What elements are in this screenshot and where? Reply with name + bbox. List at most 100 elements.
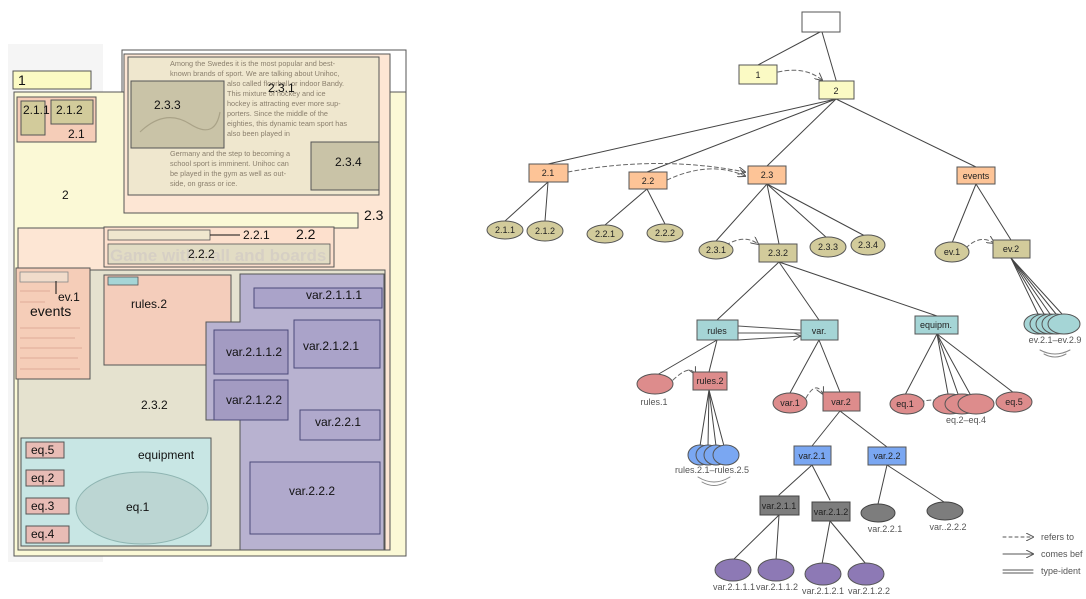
region-ev-1: [19, 271, 69, 283]
node-2-1-2-label: 2.1.2: [535, 226, 555, 236]
node-var-1[interactable]: [772, 392, 808, 414]
node-var-2-1-2-1-label: var.2.1.2.1: [802, 586, 844, 596]
node-2-3-4[interactable]: [850, 234, 886, 256]
region-eq-5-label: eq.5: [31, 443, 55, 457]
region-var-2-1-2-1: [293, 319, 381, 369]
node-var-2-2[interactable]: [867, 446, 907, 466]
node-root[interactable]: [801, 11, 841, 33]
svg-text:This mixture of hockey and ice: This mixture of hockey and ice: [227, 89, 326, 98]
node-events[interactable]: [956, 166, 996, 185]
node-var-2-1-1[interactable]: [759, 495, 800, 516]
region-eq-3: [25, 497, 70, 515]
node-2-2-2[interactable]: [646, 223, 684, 243]
svg-text:Germany and the step to becomi: Germany and the step to becoming a: [170, 149, 291, 158]
node-var-2-1[interactable]: [793, 445, 832, 466]
node-eq-1[interactable]: [889, 393, 925, 415]
node-2-label: 2: [833, 86, 838, 96]
node-2-1-1[interactable]: [486, 220, 524, 240]
rules-group-label: rules.2.1–rules.2.5: [675, 465, 749, 475]
svg-text:known brands of sport. We are: known brands of sport. We are talking ab…: [170, 69, 339, 78]
node-var-2-1-1-2[interactable]: [757, 558, 795, 582]
node-eq-5-label: eq.5: [1005, 397, 1023, 407]
node-var-2-1-2-1[interactable]: [804, 562, 842, 586]
legend-type-identity-label: type-ident: [1041, 566, 1081, 576]
heading-text: Game with ball and boards: [110, 246, 326, 265]
node-eq-group-c[interactable]: [957, 393, 995, 415]
node-var-2-1-label: var.2.1: [798, 451, 825, 461]
article-text: Among the Swedes it is the most popular …: [170, 59, 347, 188]
node-2-3-1-label: 2.3.1: [706, 245, 726, 255]
region-eq-2-label: eq.2: [31, 471, 55, 485]
node-2-1-2[interactable]: [526, 220, 564, 242]
node-ev-2-label: ev.2: [1003, 244, 1019, 254]
region-var-2-1-2-2: [213, 379, 289, 421]
node-var-2-2-1-label: var.2.2.1: [868, 524, 903, 534]
node-2-3-3[interactable]: [809, 236, 847, 258]
node-var-2-2-1[interactable]: [860, 503, 896, 523]
node-2[interactable]: [818, 80, 855, 100]
node-equipm[interactable]: [914, 315, 959, 335]
node-2-3[interactable]: [747, 165, 787, 185]
node-rules-2[interactable]: [692, 371, 728, 391]
node-2-3-label: 2.3: [761, 170, 774, 180]
node-var-2-2-2-label: var..2.2.2: [929, 522, 966, 532]
region-events: [15, 267, 91, 380]
eq-group-label: eq.2–eq.4: [946, 415, 986, 425]
node-var-2-1-1-1-label: var.2.1.1.1: [713, 582, 755, 592]
region-ev-1-label: ev.1: [58, 290, 80, 304]
region-eq-1-label: eq.1: [126, 500, 150, 514]
region-2-2-2: [107, 243, 331, 265]
node-rules[interactable]: [696, 319, 739, 341]
region-2-3-4: [310, 141, 380, 191]
svg-text:eighties, this dynamic team sp: eighties, this dynamic team sport has: [227, 119, 347, 128]
region-2-1-label: 2.1: [68, 127, 85, 141]
node-var-2-1-2-2[interactable]: [847, 562, 885, 586]
region-2-3-3-label: 2.3.3: [154, 98, 181, 112]
region-2-1-1: [20, 100, 46, 136]
events-faded-lines: [20, 290, 82, 370]
node-eq-5[interactable]: [995, 391, 1033, 413]
region-2-3-1-label: 2.3.1: [268, 81, 295, 95]
node-var-2-1-1-1[interactable]: [714, 558, 752, 582]
region-eq-4: [25, 525, 70, 544]
region-eq-5: [25, 441, 65, 459]
node-rules-2-4[interactable]: [712, 444, 740, 466]
node-var-2-1-2-label: var.2.1.2: [814, 507, 849, 517]
node-var-2-1-1-label: var.2.1.1: [762, 501, 797, 511]
node-eq-1-label: eq.1: [896, 399, 914, 409]
node-1[interactable]: [738, 64, 778, 85]
svg-text:be played in the gym as well a: be played in the gym as well as out-: [170, 169, 287, 178]
region-rules-2-header: [107, 276, 139, 286]
region-var-2-2-2-label: var.2.2.2: [289, 484, 335, 498]
region-eq-2: [25, 469, 65, 487]
node-2-3-2[interactable]: [758, 243, 798, 263]
legend-refers-to-label: refers to: [1041, 532, 1074, 542]
node-2-2-1[interactable]: [586, 224, 624, 244]
node-ev-1[interactable]: [934, 241, 970, 263]
region-2-label: 2: [62, 188, 69, 202]
region-var-2-2-2: [249, 461, 381, 535]
node-2-1[interactable]: [528, 163, 569, 183]
node-var-2-label: var.2: [831, 397, 851, 407]
node-var-2-2-2[interactable]: [926, 501, 964, 521]
node-rules-1[interactable]: [636, 373, 674, 395]
legend: refers to comes bef type-ident: [1002, 532, 1083, 576]
region-var-2-1-2-2-label: var.2.1.2.2: [226, 393, 282, 407]
comes-before-edges: [737, 325, 800, 341]
node-2-2-2-label: 2.2.2: [655, 228, 675, 238]
region-2-2-label: 2.2: [296, 226, 316, 242]
region-2-3-3: [130, 80, 225, 149]
node-var-2-1-2[interactable]: [811, 501, 851, 522]
node-2-2[interactable]: [628, 171, 668, 190]
node-var[interactable]: [800, 319, 839, 341]
node-ev-2[interactable]: [992, 239, 1031, 259]
region-2-2-2-label: 2.2.2: [188, 247, 215, 261]
node-ev-2-9[interactable]: [1047, 313, 1081, 335]
node-var-1-label: var.1: [780, 398, 800, 408]
node-2-3-4-label: 2.3.4: [858, 240, 878, 250]
region-rules-2-label: rules.2: [131, 297, 167, 311]
node-2-3-1[interactable]: [698, 240, 734, 260]
node-var-2[interactable]: [822, 391, 861, 412]
type-identity-arcs: [697, 349, 1071, 486]
